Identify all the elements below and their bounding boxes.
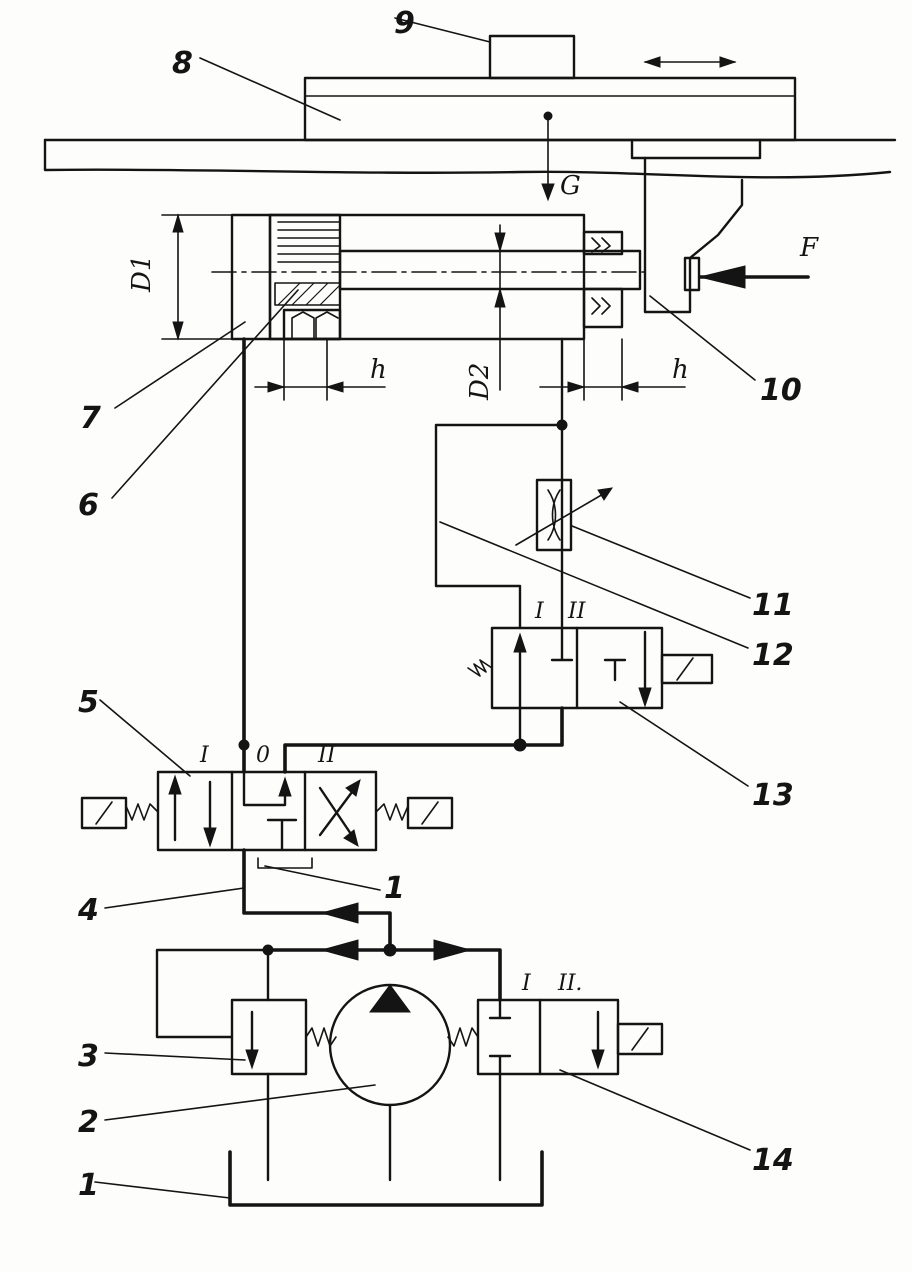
callout-7: 7 [80,401,101,436]
v14-position-ii: II. [557,971,582,996]
callout-10: 10 [760,373,802,408]
rod-end-nut [683,256,701,292]
travel-arrow [643,56,737,68]
piston-seals [282,308,342,341]
callout-1-tank: 1 [78,1168,99,1203]
rod-seal [582,230,624,329]
v13-position-ii: II [567,599,587,624]
line-4-pressure [242,848,392,952]
line-valve13-to-valve5 [283,706,564,774]
callout-4: 4 [77,893,99,928]
line-rod-side [434,337,568,630]
callout-9: 9 [394,6,415,41]
force-arrow [698,265,810,289]
callout-1-valve: 1 [384,871,405,906]
d2-dimension [494,224,506,391]
tank-1 [228,1072,544,1207]
workpiece-9 [488,34,576,80]
pump-2 [328,983,452,1107]
relief-valve-3 [230,998,337,1076]
callout-13: 13 [752,778,794,813]
valve-13 [467,626,714,710]
callout-2: 2 [78,1105,99,1140]
callout-11: 11 [752,588,794,623]
line-cylinder-to-valve5 [238,337,250,774]
callout-3: 3 [78,1039,99,1074]
gravity-arrow [541,111,555,202]
callout-8: 8 [172,46,193,81]
callout-5: 5 [78,685,99,720]
piston-rod [211,249,646,291]
leader-lines [94,17,756,1199]
callout-12: 12 [752,638,794,673]
v5-position-0: 0 [256,743,270,768]
v13-position-i: I [534,599,545,624]
dimension-h-left: h [370,355,387,385]
throttle-11 [515,478,614,552]
force-f-label: F [799,233,819,263]
h-dimension-right [539,338,686,401]
v5-position-i: I [199,743,210,768]
callout-14: 14 [752,1143,794,1178]
pump-header [155,939,502,1039]
valve-14 [447,998,664,1076]
v14-position-i: I [521,971,532,996]
table-8 [303,76,797,142]
piston-6 [268,213,342,341]
v5-position-ii: II [317,743,337,768]
h-dimension-left [254,338,386,401]
valve-5 [80,770,454,869]
dimension-d1: D1 [127,255,157,293]
machine-bed [43,138,897,179]
d1-dimension [161,213,233,341]
force-g-label: G [560,171,581,201]
dimension-h-right: h [672,355,689,385]
callout-6: 6 [78,488,99,523]
dimension-d2: D2 [465,363,495,401]
